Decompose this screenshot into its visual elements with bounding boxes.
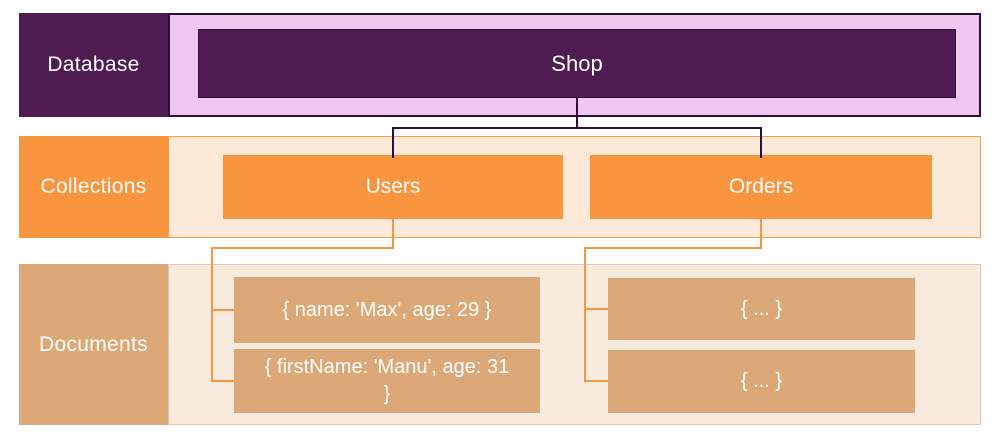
collections-row-band: Users Orders <box>168 136 981 238</box>
database-row-label: Database <box>19 13 168 117</box>
document-node-orders-1: { ... } <box>608 278 915 340</box>
collections-row-label: Collections <box>19 136 168 238</box>
document-node-max: { name: 'Max', age: 29 } <box>234 277 540 343</box>
documents-row-band: { name: 'Max', age: 29 } { firstName: 'M… <box>168 264 981 425</box>
collection-node-users: Users <box>223 155 563 219</box>
database-row-band: Shop <box>168 13 981 117</box>
document-node-orders-2: { ... } <box>608 350 915 413</box>
collection-node-orders: Orders <box>590 155 932 219</box>
document-node-manu: { firstName: 'Manu', age: 31 } <box>234 349 540 413</box>
documents-row-label: Documents <box>19 264 168 425</box>
database-node-shop: Shop <box>198 29 956 98</box>
